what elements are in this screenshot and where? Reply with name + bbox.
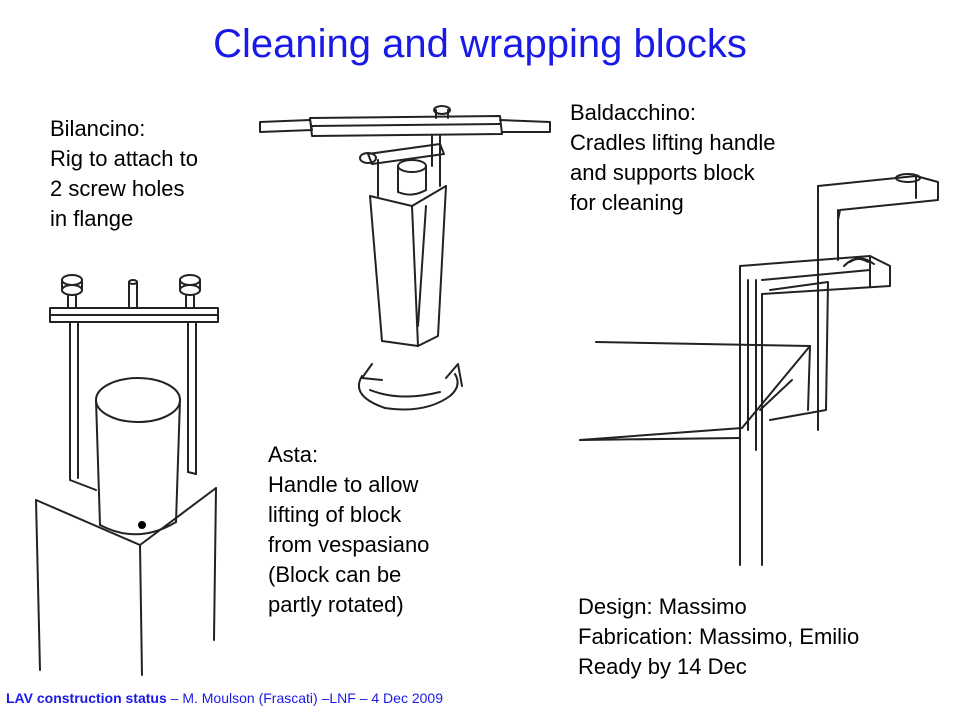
footer-bold: LAV construction status xyxy=(6,690,167,706)
footer: LAV construction status – M. Moulson (Fr… xyxy=(6,690,443,706)
bilancino-description: Bilancino: Rig to attach to 2 screw hole… xyxy=(50,114,198,234)
bilancino-line: Rig to attach to xyxy=(50,146,198,171)
bilancino-line: in flange xyxy=(50,206,134,231)
baldacchino-line: and supports block xyxy=(570,160,755,185)
baldacchino-line: for cleaning xyxy=(570,190,684,215)
asta-line: partly rotated) xyxy=(268,592,404,617)
credits: Design: Massimo Fabrication: Massimo, Em… xyxy=(578,592,859,682)
credits-design: Design: Massimo xyxy=(578,594,747,619)
bilancino-heading: Bilancino: xyxy=(50,116,146,141)
asta-heading: Asta: xyxy=(268,442,319,467)
asta-description: Asta: Handle to allow lifting of block f… xyxy=(268,440,429,620)
asta-drawing xyxy=(259,105,551,411)
slide-title: Cleaning and wrapping blocks xyxy=(213,22,747,66)
baldacchino-description: Baldacchino: Cradles lifting handle and … xyxy=(570,98,775,218)
credits-ready: Ready by 14 Dec xyxy=(578,654,747,679)
bilancino-line: 2 screw holes xyxy=(50,176,185,201)
bilancino-drawing xyxy=(35,274,219,676)
baldacchino-drawing xyxy=(579,173,939,566)
asta-line: from vespasiano xyxy=(268,532,430,557)
asta-line: (Block can be xyxy=(268,562,402,587)
asta-line: Handle to allow xyxy=(268,472,419,497)
footer-rest: – M. Moulson (Frascati) –LNF – 4 Dec 200… xyxy=(166,690,443,706)
credits-fabrication: Fabrication: Massimo, Emilio xyxy=(578,624,860,649)
baldacchino-heading: Baldacchino: xyxy=(570,100,696,125)
asta-line: lifting of block xyxy=(268,502,402,527)
baldacchino-line: Cradles lifting handle xyxy=(570,130,776,155)
